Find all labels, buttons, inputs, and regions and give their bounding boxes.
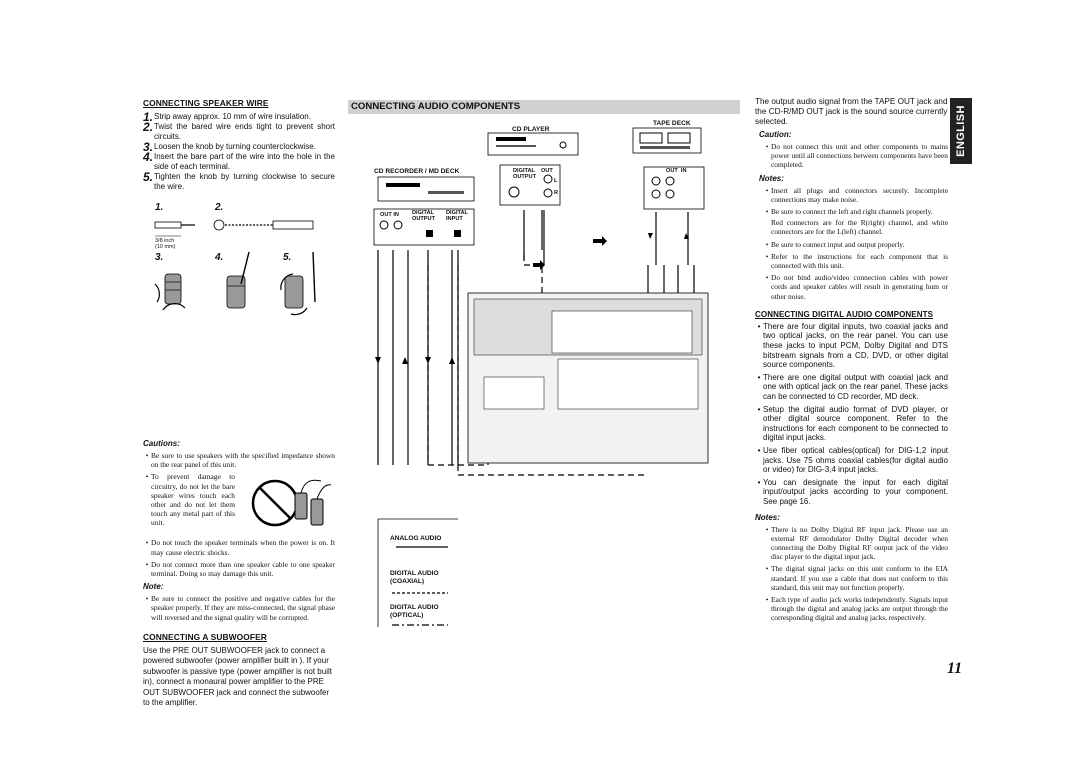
cd-recorder-label: CD RECORDER / MD DECK — [374, 168, 460, 175]
note2-item: •There is no Dolby Digital RF input jack… — [765, 524, 948, 562]
cd-player-label: CD PLAYER — [512, 126, 550, 133]
caution-item: •Do not connect more than one speaker ca… — [145, 559, 335, 579]
cdr-out-in-label: OUT IN — [380, 212, 399, 218]
note2-item: •The digital signal jacks on this unit c… — [765, 564, 948, 592]
note-item: •Be sure to connect input and output pro… — [765, 239, 905, 249]
step-item: 4.Insert the bare part of the wire into … — [143, 150, 335, 171]
tape-deck-label: TAPE DECK — [653, 120, 691, 127]
caution-item: •To prevent damage to circuitry, do not … — [145, 472, 235, 528]
note2-item: •Each type of audio jack works independe… — [765, 594, 948, 623]
digital-item: •Use fiber optical cables(optical) for D… — [757, 445, 948, 475]
cautions-heading: Cautions: — [143, 439, 180, 448]
speaker-section: CONNECTING SPEAKER WIRE 1.Strip away app… — [143, 98, 335, 709]
subwoofer-heading: CONNECTING A SUBWOOFER — [143, 631, 267, 642]
note-item: •Insert all plugs and connectors securel… — [765, 185, 948, 204]
note-item: •Be sure to connect the left and right c… — [765, 207, 933, 217]
caution-item: •Be sure to use speakers with the specif… — [145, 451, 335, 470]
note-item: •Be sure to connect the positive and neg… — [145, 594, 335, 622]
caution-heading: Caution: — [759, 130, 792, 139]
notes-heading: Notes: — [759, 173, 784, 183]
digital-item: •You can designate the input for each di… — [757, 477, 948, 506]
intro-text: The output audio signal from the TAPE OU… — [755, 97, 948, 126]
cdr-digital-output-label: DIGITAL OUTPUT — [412, 210, 435, 222]
note-item: •Refer to the instructions for each comp… — [765, 251, 948, 271]
note-item: •Do not bind audio/video connection cabl… — [765, 273, 948, 301]
tape-out-in-label: OUT IN — [666, 168, 687, 174]
step-item: 3.Loosen the knob by turning countercloc… — [143, 140, 316, 154]
fig-label-2: 2. — [215, 202, 224, 213]
caution-item: •Do not connect this unit and other comp… — [765, 142, 948, 170]
legend-coaxial-label: DIGITAL AUDIO (COAXIAL) — [390, 570, 439, 585]
notes2-heading: Notes: — [755, 512, 780, 522]
digital-heading: CONNECTING DIGITAL AUDIO COMPONENTS — [755, 309, 934, 319]
cd-left-label: L — [554, 178, 558, 184]
legend-analog-label: ANALOG AUDIO — [390, 535, 442, 542]
fig-label-5: 5. — [283, 252, 292, 263]
legend-optical-label: DIGITAL AUDIO (OPTICAL) — [390, 604, 439, 619]
page-number: 11 — [947, 660, 963, 677]
subwoofer-text: Use the PRE OUT SUBWOOFER jack to connec… — [143, 645, 332, 708]
speaker-wire-illustration — [154, 219, 316, 316]
step-item: 5.Tighten the knob by turning clockwise … — [143, 170, 335, 191]
language-tab: ENGLISH — [950, 98, 972, 164]
no-touch-illustration — [251, 480, 332, 527]
fig-label-1: 1. — [155, 202, 164, 213]
cdr-digital-input-label: DIGITAL INPUT — [446, 210, 468, 222]
connection-diagram — [373, 127, 709, 627]
digital-item: •Setup the digital audio format of DVD p… — [757, 404, 948, 443]
fig-label-4: 4. — [215, 252, 224, 263]
digital-item: •There are one digital output with coaxi… — [757, 372, 948, 401]
audio-components-title: CONNECTING AUDIO COMPONENTS — [348, 100, 740, 114]
step-item: 2.Twist the bared wire ends tight to pre… — [143, 120, 335, 141]
fig-label-3: 3. — [155, 252, 164, 263]
notes-section: The output audio signal from the TAPE OU… — [755, 97, 948, 623]
speaker-steps: 1.Strip away approx. 10 mm of wire insul… — [143, 110, 335, 192]
cd-right-label: R — [554, 190, 559, 196]
note-subtext: Red connectors are for the R(right) chan… — [771, 218, 948, 237]
dimension-label: 3/8 inch — [155, 238, 175, 244]
step-item: 1.Strip away approx. 10 mm of wire insul… — [143, 110, 311, 124]
caution-item: •Do not touch the speaker terminals when… — [145, 538, 335, 557]
speaker-figures: 1. 2. 3. 4. 5. 3/8 inch (10 mm) — [143, 192, 335, 342]
speaker-heading: CONNECTING SPEAKER WIRE — [143, 98, 269, 108]
dimension-label-mm: (10 mm) — [155, 244, 176, 250]
digital-item: •There are four digital inputs, two coax… — [757, 321, 948, 370]
cd-out-label: OUT — [541, 168, 553, 174]
cd-digital-output-label: DIGITAL OUTPUT — [513, 168, 536, 180]
caution-with-figure: •To prevent damage to circuitry, do not … — [143, 469, 335, 535]
note-heading: Note: — [143, 582, 164, 592]
